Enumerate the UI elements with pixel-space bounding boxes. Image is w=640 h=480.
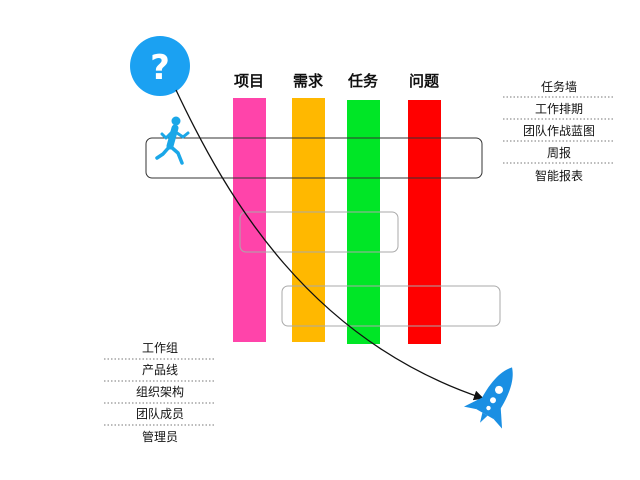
column-label-project: 项目 [234, 72, 264, 90]
left-list-item: 组织架构 [136, 384, 184, 399]
right-list-item: 团队作战蓝图 [523, 123, 595, 138]
right-feature-list: 任务墙 工作排期 团队作战蓝图 周报 智能报表 [503, 79, 615, 183]
frame-bottom [281, 285, 501, 327]
rocket-icon [463, 367, 513, 429]
left-list-item: 产品线 [142, 363, 178, 377]
right-list-item: 智能报表 [535, 168, 583, 183]
right-list-item: 周报 [547, 145, 571, 160]
left-admin-list: 工作组 产品线 组织架构 团队成员 管理员 [104, 341, 216, 444]
column-label-issue: 问题 [409, 72, 440, 90]
left-list-item: 团队成员 [136, 406, 184, 421]
column-bar-requirement [292, 98, 325, 342]
column-bar-issue [408, 100, 441, 344]
progress-arrow [175, 89, 484, 401]
question-mark: ? [150, 48, 170, 88]
runner-icon [155, 116, 190, 165]
left-list-item: 工作组 [142, 341, 178, 355]
left-list-item: 管理员 [142, 429, 178, 444]
column-label-requirement: 需求 [293, 72, 324, 90]
right-list-item: 工作排期 [535, 102, 583, 116]
frame-top [145, 137, 483, 179]
right-list-item: 任务墙 [541, 79, 577, 94]
frame-middle [239, 211, 399, 253]
column-bar-task [347, 100, 380, 344]
column-label-task: 任务 [347, 72, 379, 90]
question-circle-icon: ? [130, 36, 190, 96]
